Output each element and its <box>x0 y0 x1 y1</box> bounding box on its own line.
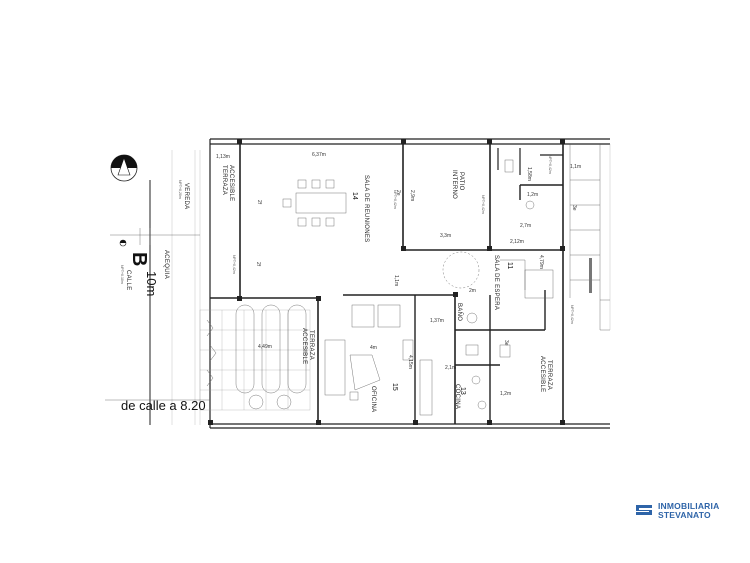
sala-espera-level: NPT+0,42m <box>548 155 552 174</box>
terraza-sur-sub: ACCESIBLE <box>539 356 545 392</box>
level-marker-icon <box>119 239 127 247</box>
dim-1-2b: 1,2m <box>500 391 511 397</box>
office-furniture <box>324 304 433 416</box>
dim-1-2: 1,2m <box>527 192 538 198</box>
sala-reuniones-label: SALA DE REUNIONES <box>363 175 369 242</box>
dim-1-58: 1,58m <box>526 167 532 181</box>
dimension-labels: 1,13m 6,37m 2,9m 3,3m 2,12m 2,7m 1,1m 1,… <box>216 152 581 397</box>
circle-tag-e: 3e <box>571 205 577 211</box>
circle-tag-d: 3e <box>503 340 509 346</box>
columns <box>208 139 565 425</box>
room-labels: TERRAZA ACCESIBLE NPT+0,42m SALA DE REUN… <box>221 155 577 412</box>
calle-label: CALLE <box>125 270 131 291</box>
dim-2m: 2m <box>469 288 476 294</box>
sala-reuniones-num: 14 <box>351 192 358 200</box>
dim-6-37: 6,37m <box>312 152 326 158</box>
front-width: 10m <box>144 271 159 296</box>
brand-mark-icon <box>636 505 652 515</box>
vereda-label: VEREDA <box>183 183 189 209</box>
circle-tag-a: 2f <box>255 262 261 267</box>
dim-2-1: 2,1m <box>445 365 456 371</box>
terraza-norte-level: NPT+0,42m <box>232 255 236 274</box>
interior-walls <box>343 144 564 424</box>
dim-1-1: 1,1m <box>570 164 581 170</box>
sala-reuniones-level: NPT+0,42m <box>393 190 397 209</box>
dim-2-7: 2,7m <box>520 223 531 229</box>
oficina-num: 15 <box>391 383 398 391</box>
site-labels: B 10m de calle a 8.20 CALLE NPT+0.10m AC… <box>120 180 206 413</box>
acequia-label: ACEQUIA <box>163 250 169 279</box>
circle-tag-b: 2f <box>256 200 262 205</box>
fixtures <box>442 159 554 410</box>
terraza-sur-level: NPT+0,42m <box>570 305 574 324</box>
dim-1-13: 1,13m <box>216 154 230 160</box>
terraza-oeste-label: TERRAZA <box>308 330 314 360</box>
street-markings <box>105 150 210 425</box>
dim-4-79: 4,79m <box>538 255 544 269</box>
terraza-sur-label: TERRAZA <box>546 360 552 390</box>
section-letter: B <box>128 252 150 266</box>
terraza-oeste-sub: ACCESIBLE <box>301 328 307 364</box>
cocina-num: 13 <box>459 387 466 395</box>
sala-espera-label: SALA DE ESPERA <box>493 255 499 310</box>
bano-label: BAÑO <box>456 303 463 321</box>
north-arrow-icon <box>110 154 138 182</box>
dim-3-3: 3,3m <box>440 233 451 239</box>
dim-2-9: 2,9m <box>409 190 415 201</box>
brand-logo: INMOBILIARIA STEVANATO <box>634 500 744 522</box>
calle-level: NPT+0.10m <box>120 265 124 284</box>
terraza-norte-label: TERRAZA <box>221 165 227 195</box>
dim-1-1b: 1,1m <box>393 275 399 286</box>
right-terrace-grid <box>569 144 611 331</box>
dim-1-37: 1,37m <box>430 318 444 324</box>
patio-label: PATIO <box>458 172 464 191</box>
patio-level: NPT+0,42m <box>481 195 485 214</box>
street-note: de calle a 8.20 <box>121 398 206 413</box>
dim-2-12: 2,12m <box>510 239 524 245</box>
vereda-level: NPT+0,20m <box>178 180 182 199</box>
sala-espera-num: 11 <box>506 262 513 269</box>
patio-sub: INTERNO <box>451 170 457 199</box>
west-terrace <box>199 304 311 411</box>
brand-name-line1: INMOBILIARIA <box>658 501 720 511</box>
meeting-table <box>282 179 347 227</box>
circle-tag-c: 2e <box>395 190 401 196</box>
brand-name-line2: STEVANATO <box>658 510 711 520</box>
dim-4m: 4m <box>370 345 377 351</box>
oficina-label: OFICINA <box>370 386 376 412</box>
cocina-label: COCINA <box>454 384 460 409</box>
terraza-norte-sub: ACCESIBLE <box>228 165 234 201</box>
dim-4-49: 4,49m <box>258 344 272 350</box>
outer-walls <box>209 138 610 429</box>
dim-4-15: 4,15m <box>407 355 413 369</box>
